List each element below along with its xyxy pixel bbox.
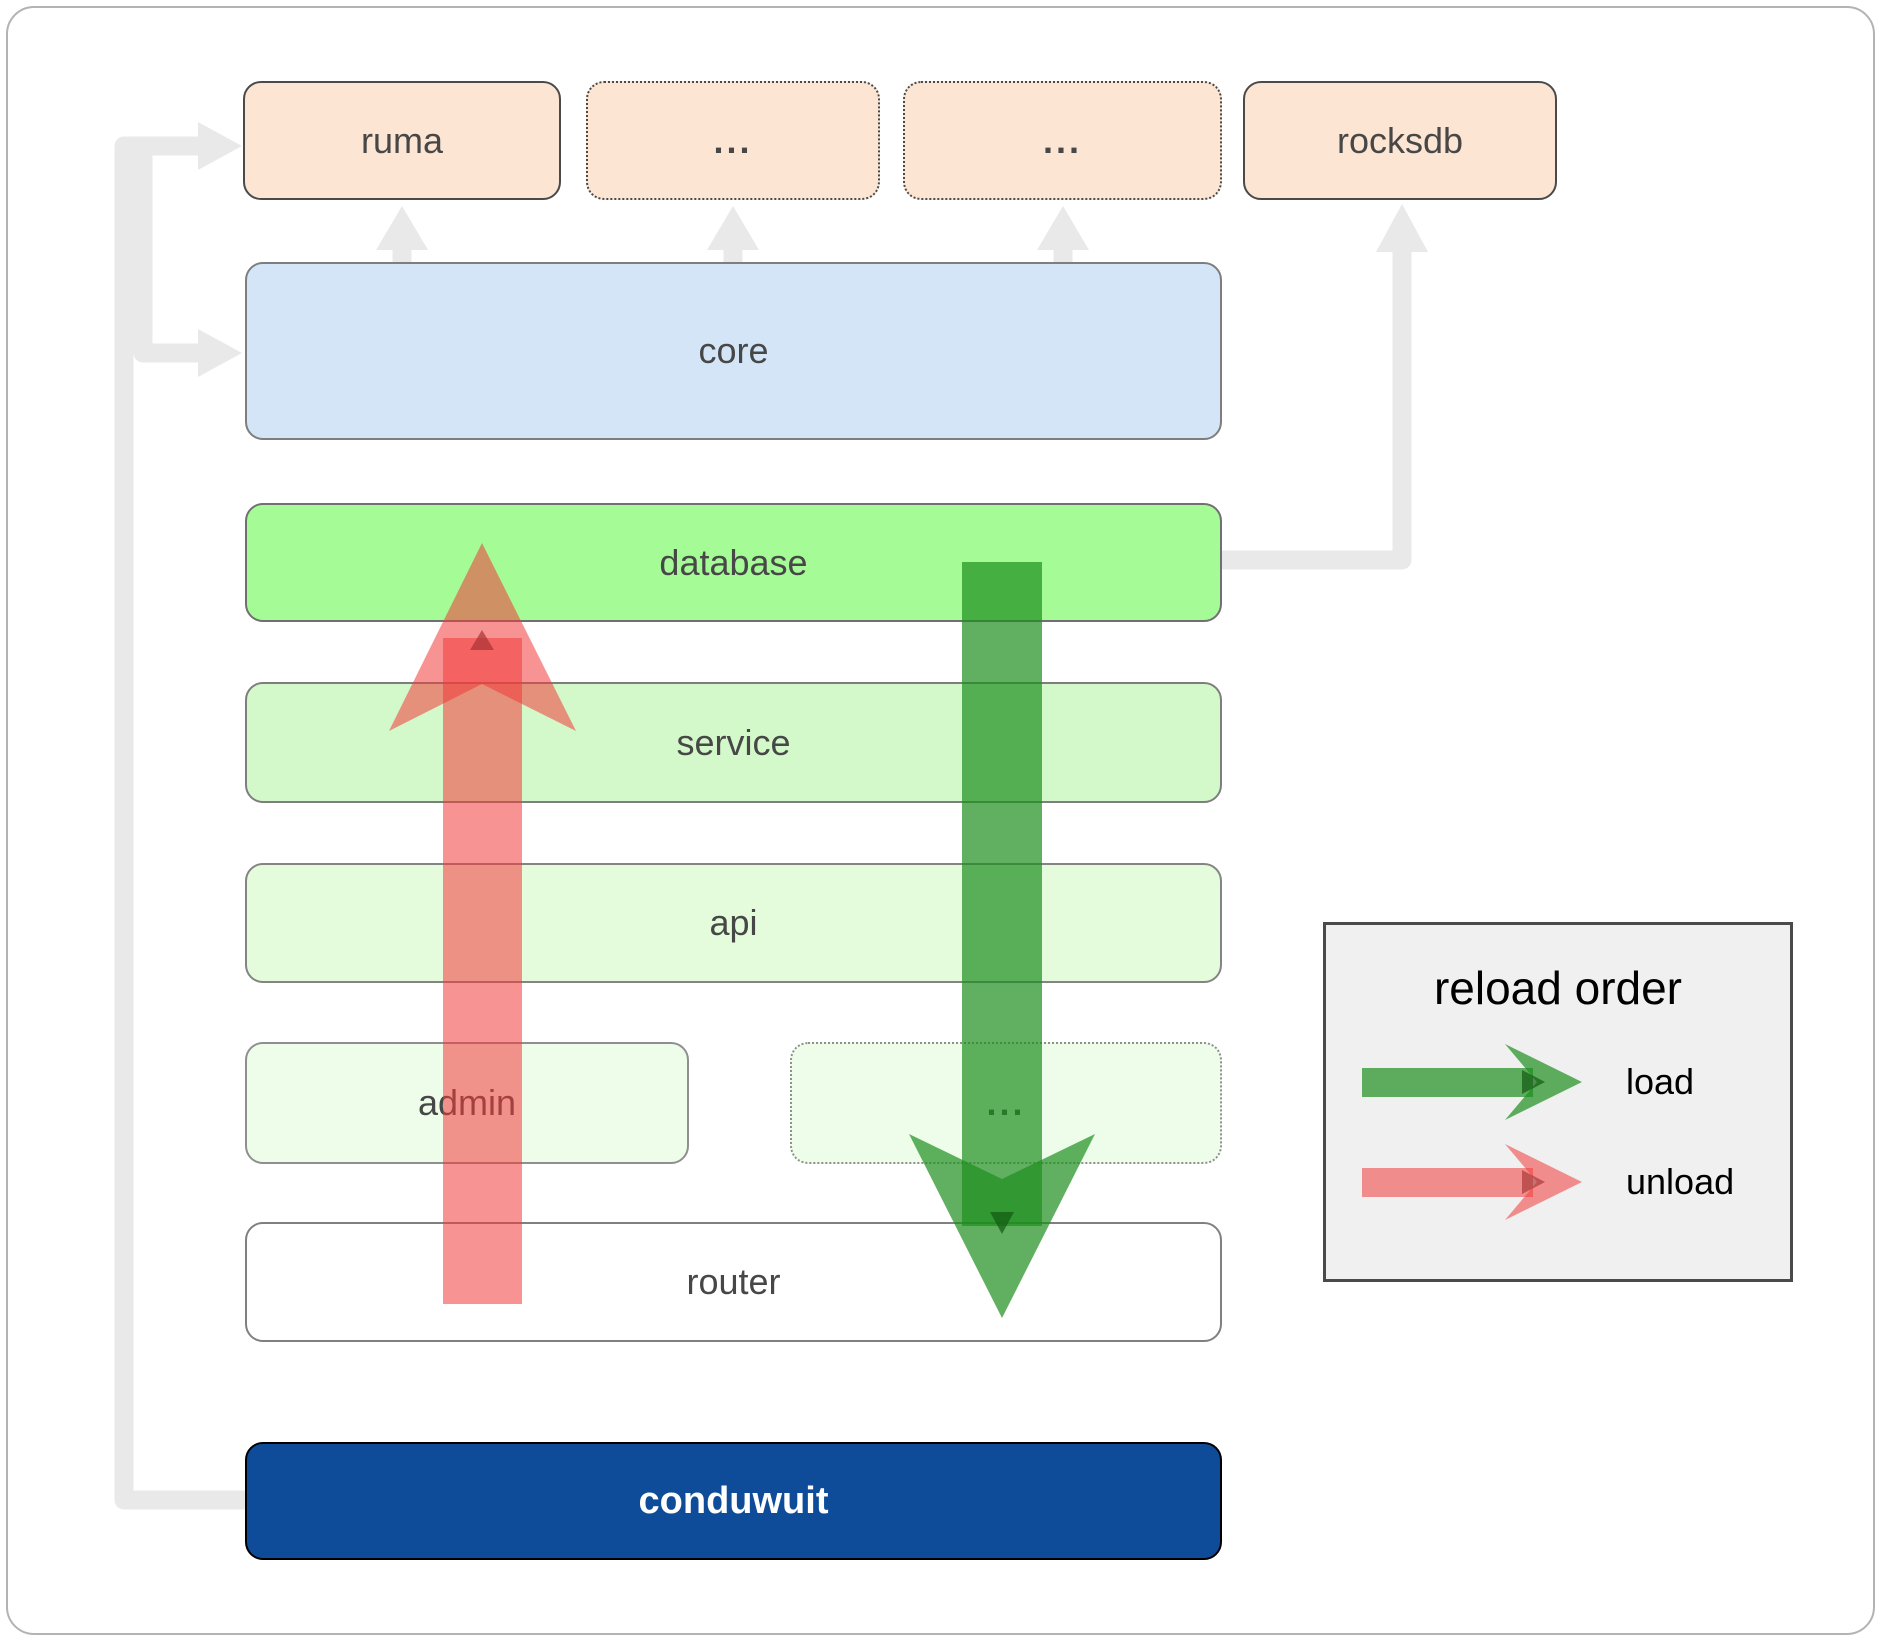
arrowhead-into-ruma-icon	[198, 122, 242, 170]
arrowhead-core-ruma-icon	[376, 206, 428, 250]
node-api-label: api	[709, 902, 758, 943]
arrowhead-into-rocksdb-icon	[1376, 204, 1428, 252]
node-rocksdb-label: rocksdb	[1336, 119, 1464, 161]
node-admin-label: admin	[417, 1082, 517, 1123]
legend-load-arrow-marker-icon	[1522, 1070, 1545, 1094]
node-top-ellipsis-2-label: ...	[1042, 119, 1082, 161]
legend: reload order load unload	[1323, 922, 1793, 1282]
node-rocksdb: rocksdb	[1243, 81, 1557, 200]
node-core-label: core	[698, 330, 769, 371]
legend-load-label: load	[1626, 1061, 1695, 1102]
node-database: database	[245, 503, 1222, 622]
legend-unload-label: unload	[1626, 1161, 1735, 1202]
node-admin-ellipsis: ...	[790, 1042, 1222, 1164]
legend-title: reload order	[1433, 962, 1683, 1014]
node-admin-ellipsis-label: ...	[986, 1082, 1026, 1123]
node-database-label: database	[659, 541, 808, 583]
node-top-ellipsis-2: ...	[903, 81, 1222, 200]
page-border	[6, 6, 1875, 1635]
legend-unload-arrow-shaft-icon	[1362, 1168, 1533, 1197]
node-top-ellipsis-1-label: ...	[713, 119, 753, 161]
node-conduwuit-label: conduwuit	[638, 1479, 829, 1522]
node-ruma: ruma	[243, 81, 561, 200]
node-api: api	[245, 863, 1222, 983]
arrowhead-core-ellipsis1-icon	[707, 206, 759, 250]
node-router-label: router	[686, 1261, 781, 1302]
database-to-rocksdb-connector	[1222, 250, 1412, 570]
node-service: service	[245, 682, 1222, 803]
arrowhead-core-ellipsis2-icon	[1037, 206, 1089, 250]
legend-load-arrow-shaft-icon	[1362, 1068, 1533, 1097]
legend-unload-arrow-marker-icon	[1522, 1170, 1545, 1194]
conduwuit-to-ruma-connector	[114, 136, 245, 1510]
node-conduwuit: conduwuit	[245, 1442, 1222, 1560]
node-admin: admin	[245, 1042, 689, 1164]
node-core: core	[245, 262, 1222, 440]
node-ruma-label: ruma	[360, 119, 444, 161]
node-top-ellipsis-1: ...	[586, 81, 880, 200]
legend-arrows	[1362, 1044, 1582, 1220]
node-router: router	[245, 1222, 1222, 1342]
conduwuit-to-core-connector	[133, 150, 198, 363]
arrowhead-into-core-icon	[198, 329, 242, 377]
node-service-label: service	[676, 721, 791, 763]
